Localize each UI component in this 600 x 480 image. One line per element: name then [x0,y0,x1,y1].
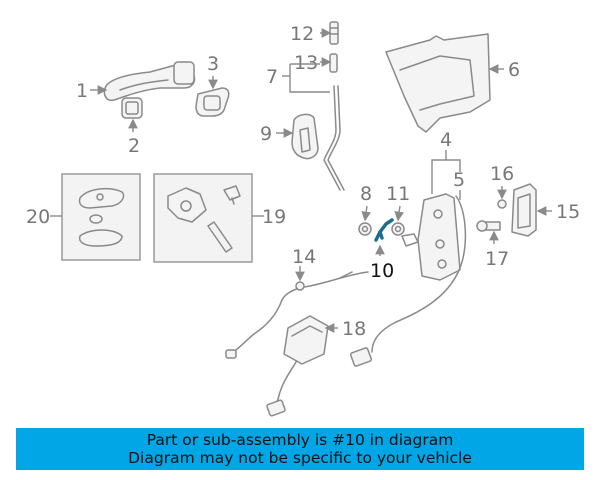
label-13: 13 [294,52,318,74]
part-latch-cable [349,195,467,367]
label-11: 11 [386,183,410,205]
label-3: 3 [207,53,219,75]
part-grommet-11 [391,222,405,236]
part-rod-holder [291,113,319,160]
label-12: 12 [290,23,314,45]
label-2: 2 [128,135,140,157]
label-5: 5 [453,169,465,191]
part-door-latch [401,193,461,281]
kit-box-19 [153,173,253,263]
label-17: 17 [485,248,509,270]
label-14: 14 [292,246,316,268]
part-outside-handle [103,61,196,102]
part-handle-pad [121,97,143,119]
label-16: 16 [490,163,514,185]
label-18: 18 [342,318,366,340]
part-bolt-17 [476,220,501,232]
part-highlighted-10 [374,218,394,242]
banner-line-1: Part or sub-assembly is #10 in diagram [146,431,454,449]
part-inside-handle-cable [225,271,369,359]
part-bezel [195,87,230,117]
label-1: 1 [76,80,88,102]
label-10: 10 [370,260,394,282]
label-9: 9 [260,123,272,145]
label-6: 6 [508,59,520,81]
part-kit-19-contents [167,185,241,253]
label-20: 20 [26,206,50,228]
info-banner: Part or sub-assembly is #10 in diagram D… [16,428,584,470]
label-19: 19 [262,206,286,228]
part-control-rod [323,85,345,191]
banner-line-2: Diagram may not be specific to your vehi… [128,449,472,467]
part-grommet-8 [358,222,372,236]
label-4: 4 [440,129,452,151]
label-8: 8 [360,183,372,205]
part-rod-clip-12 [329,21,339,45]
part-lock-actuator [266,315,329,417]
label-15: 15 [556,201,580,223]
part-kit-20-contents [78,187,125,247]
part-water-shield [385,33,491,133]
label-7: 7 [266,66,278,88]
part-bolt-16 [497,199,507,209]
part-rod-clip-13 [329,53,338,73]
part-striker [511,183,537,237]
